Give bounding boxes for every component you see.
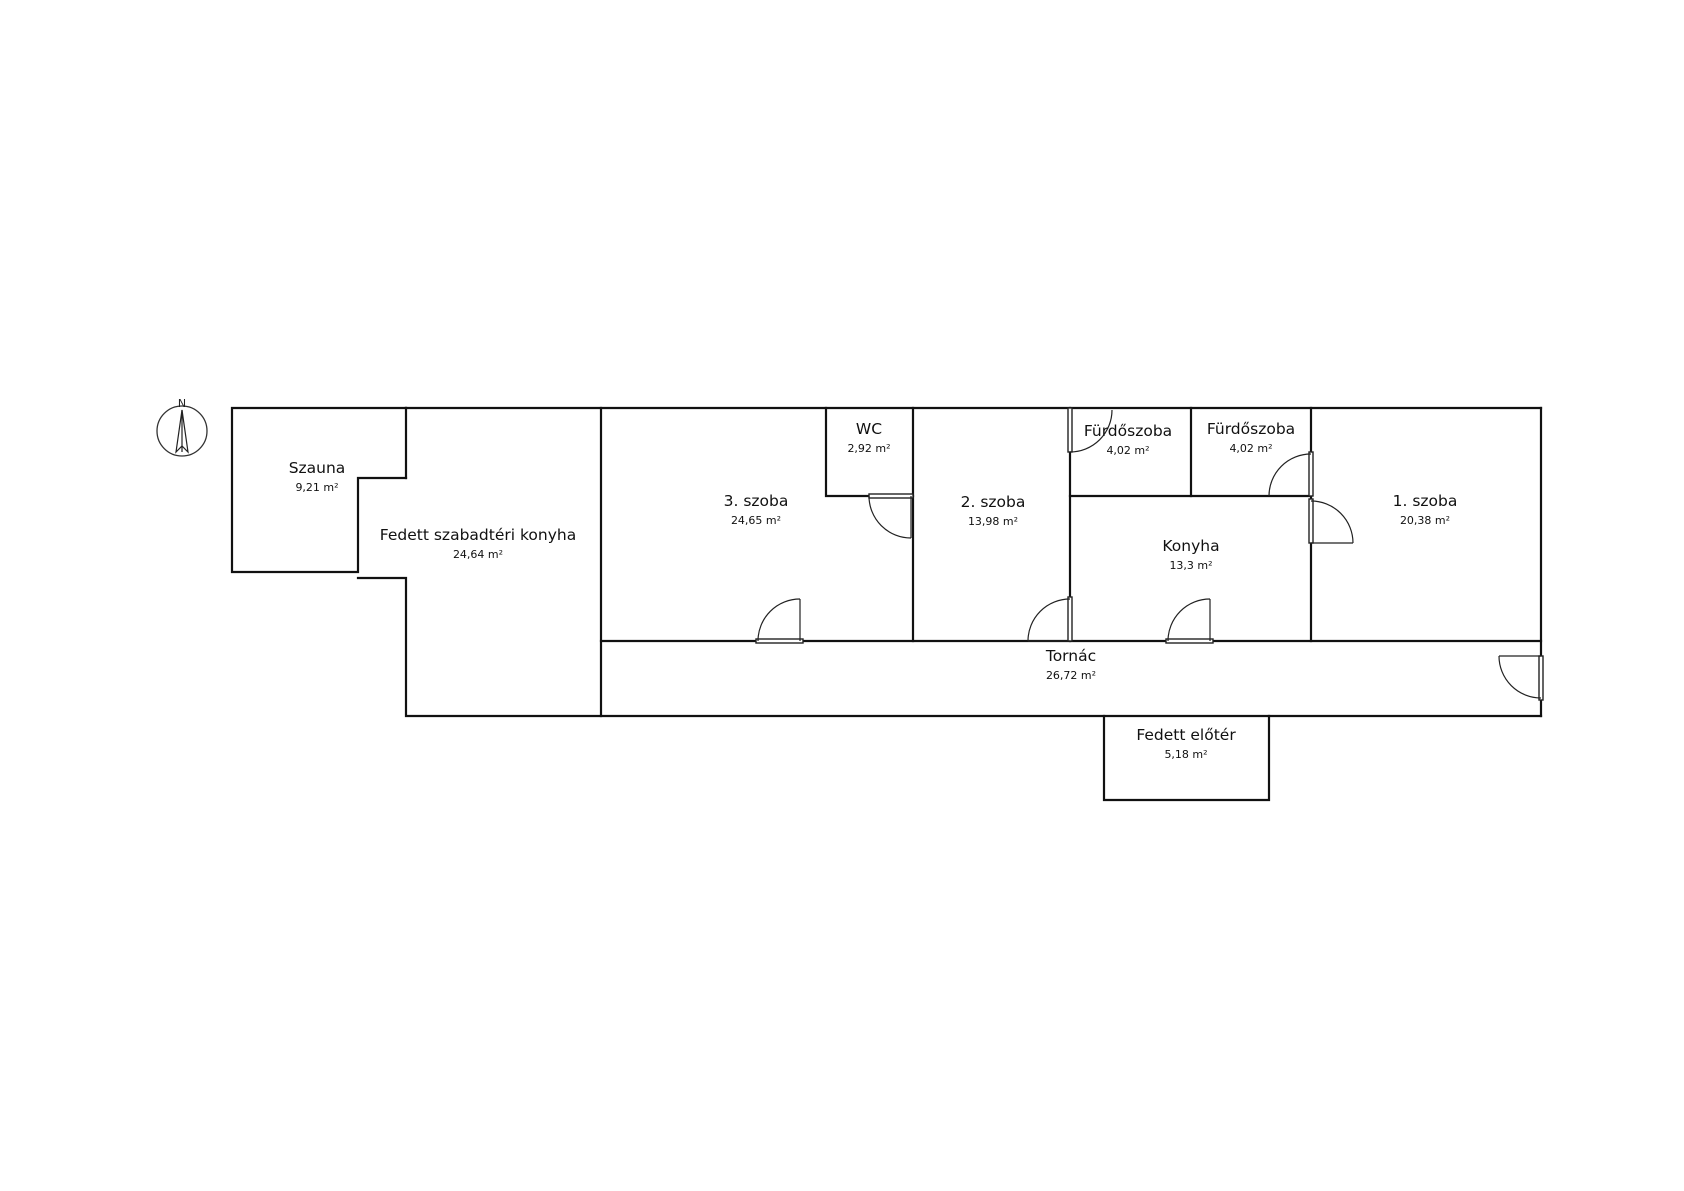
room-name: WC [856, 420, 882, 438]
room-area: 5,18 m² [1164, 748, 1207, 761]
room-tornac: Tornác 26,72 m² [1045, 647, 1096, 682]
door-furdoszoba-2 [1268, 451, 1314, 497]
compass-north-label: N [178, 397, 186, 410]
door-szoba-3 [755, 598, 804, 644]
room-fedett-eloter: Fedett előtér 5,18 m² [1136, 726, 1236, 761]
room-name: Fürdőszoba [1207, 420, 1295, 438]
north-arrow-icon: N [156, 397, 208, 457]
room-konyha: Konyha 13,3 m² [1162, 537, 1219, 572]
room-area: 24,64 m² [453, 548, 503, 561]
door-szoba-1 [1308, 498, 1354, 544]
room-szoba-3: 3. szoba 24,65 m² [724, 492, 789, 527]
room-name: Tornác [1045, 647, 1096, 665]
room-name: Konyha [1162, 537, 1219, 555]
room-labels: Szauna 9,21 m² Fedett szabadtéri konyha … [289, 420, 1458, 761]
door-wc [868, 493, 914, 539]
room-area: 4,02 m² [1229, 442, 1272, 455]
room-szauna: Szauna 9,21 m² [289, 459, 346, 494]
room-name: 2. szoba [961, 493, 1026, 511]
door-szoba-2 [1027, 596, 1073, 642]
room-furdoszoba-2: Fürdőszoba 4,02 m² [1207, 420, 1295, 455]
room-area: 20,38 m² [1400, 514, 1450, 527]
room-wc: WC 2,92 m² [847, 420, 890, 455]
room-name: 1. szoba [1393, 492, 1458, 510]
room-area: 9,21 m² [295, 481, 338, 494]
room-area: 4,02 m² [1106, 444, 1149, 457]
room-name: Fedett előtér [1136, 726, 1236, 744]
room-area: 2,92 m² [847, 442, 890, 455]
door-konyha [1165, 598, 1214, 644]
room-area: 24,65 m² [731, 514, 781, 527]
room-furdoszoba-1: Fürdőszoba 4,02 m² [1084, 422, 1172, 457]
door-furdoszoba-1 [1067, 407, 1113, 453]
room-name: Fedett szabadtéri konyha [380, 526, 576, 544]
door-tornac [1498, 655, 1544, 701]
walls [230, 406, 1543, 802]
room-area: 13,3 m² [1169, 559, 1212, 572]
room-szoba-2: 2. szoba 13,98 m² [961, 493, 1026, 528]
room-name: 3. szoba [724, 492, 789, 510]
room-area: 13,98 m² [968, 515, 1018, 528]
room-area: 26,72 m² [1046, 669, 1096, 682]
doors [755, 407, 1544, 701]
room-fedett-szabadteri-konyha: Fedett szabadtéri konyha 24,64 m² [380, 526, 576, 561]
room-name: Fürdőszoba [1084, 422, 1172, 440]
room-name: Szauna [289, 459, 346, 477]
room-szoba-1: 1. szoba 20,38 m² [1393, 492, 1458, 527]
